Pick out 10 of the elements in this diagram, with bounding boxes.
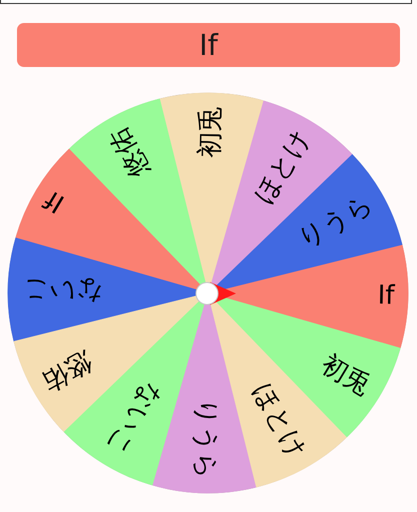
segment-label: 悠佑 — [104, 122, 156, 182]
result-banner: If — [17, 23, 400, 67]
segment-label: りうら — [190, 398, 220, 480]
segment-label: 初兎 — [196, 106, 226, 158]
segment-label: ないこ — [20, 275, 102, 306]
segment-label: ないこ — [99, 376, 166, 461]
segment-label: If — [378, 282, 396, 311]
segment-label: If — [40, 184, 70, 218]
segment-label: 初兎 — [316, 350, 376, 402]
segment-label: 悠佑 — [38, 346, 97, 396]
